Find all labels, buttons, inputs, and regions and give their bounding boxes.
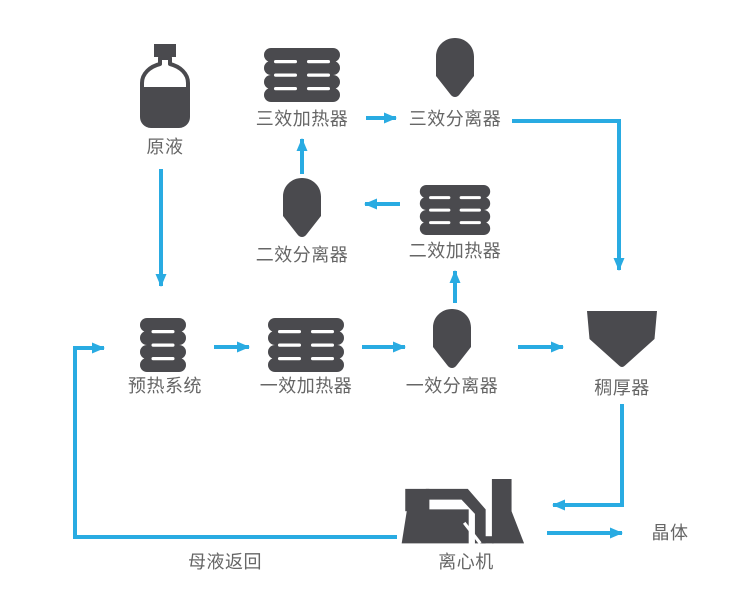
label-heater-2: 二效加热器 [408, 241, 502, 261]
label-crystal: 晶体 [651, 523, 689, 543]
bottle-icon [140, 44, 190, 128]
label-mother-liquor-return: 母液返回 [188, 552, 262, 572]
separator-icon [283, 178, 321, 237]
label-raw-liquid: 原液 [146, 137, 184, 157]
heater-icon [140, 318, 186, 372]
heater-icon [264, 48, 340, 102]
label-separator-2: 二效分离器 [255, 245, 349, 265]
separator-icon [433, 309, 471, 368]
label-heater-3: 三效加热器 [255, 109, 349, 129]
label-separator-3: 三效分离器 [408, 109, 502, 129]
edge-thickener-centrifuge [552, 404, 624, 511]
label-preheat-system: 预热系统 [128, 376, 202, 396]
label-heater-1: 一效加热器 [259, 376, 353, 396]
thickener-icon [587, 311, 657, 367]
heater-icon [419, 185, 491, 235]
heater-icon [268, 318, 344, 372]
centrifuge-icon [401, 479, 525, 545]
edge-separator3-thickener [512, 119, 625, 271]
label-centrifuge: 离心机 [438, 552, 494, 572]
label-thickener: 稠厚器 [594, 378, 650, 398]
edge-motherliquor-return [73, 342, 397, 539]
label-separator-1: 一效分离器 [405, 376, 499, 396]
separator-icon [436, 38, 474, 97]
